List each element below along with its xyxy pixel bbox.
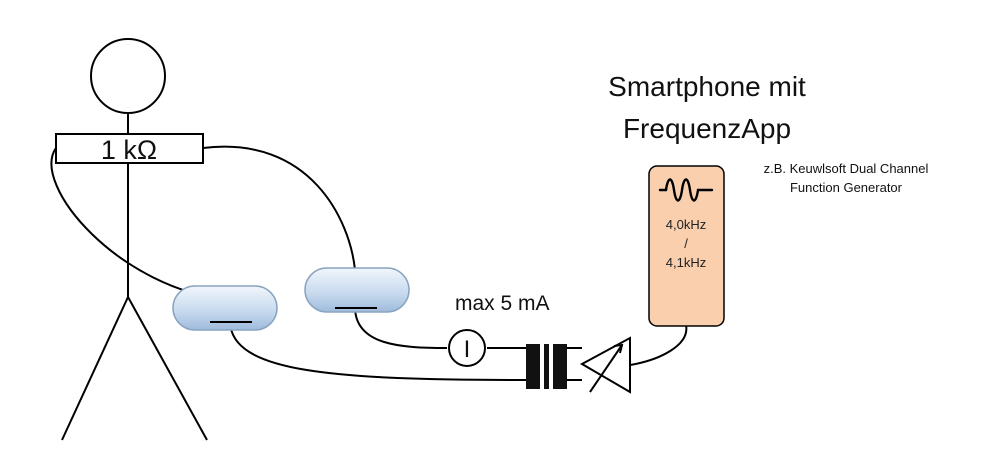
stick-figure: [61, 38, 208, 441]
smartphone-note-line2: Function Generator: [790, 180, 903, 195]
ammeter: I: [448, 329, 486, 367]
sine-wave-icon: [658, 178, 714, 202]
frequency-2: 4,1kHz: [666, 255, 706, 270]
wire-right-electrode-to-ammeter: [354, 307, 448, 349]
amplifier-symbol: [579, 336, 631, 394]
electrode-right: [304, 267, 410, 313]
frequency-separator: /: [684, 236, 688, 251]
smartphone: 4,0kHz / 4,1kHz: [648, 165, 725, 327]
wire-right-hand-to-right-electrode: [202, 145, 356, 271]
wire-left-electrode-to-transformer: [229, 321, 527, 381]
figure-right-leg: [127, 296, 208, 441]
smartphone-note-line1: z.B. Keuwlsoft Dual Channel: [764, 161, 929, 176]
resistor-box: [55, 133, 204, 164]
wires: [50, 145, 688, 381]
smartphone-title-line1: Smartphone mit: [608, 71, 806, 102]
ammeter-symbol: I: [464, 336, 471, 363]
wire-amplifier-to-smartphone: [629, 324, 688, 366]
resistor-label: 1 kΩ: [101, 135, 157, 165]
ammeter-label: max 5 mA: [455, 292, 550, 315]
wire-left-hand-to-left-electrode: [50, 147, 231, 301]
frequency-1: 4,0kHz: [666, 217, 706, 232]
figure-left-leg: [61, 296, 129, 441]
smartphone-title-line2: FrequenzApp: [623, 113, 791, 144]
transformer: [526, 344, 567, 389]
electrode-left: [172, 285, 278, 331]
figure-head: [90, 38, 166, 114]
